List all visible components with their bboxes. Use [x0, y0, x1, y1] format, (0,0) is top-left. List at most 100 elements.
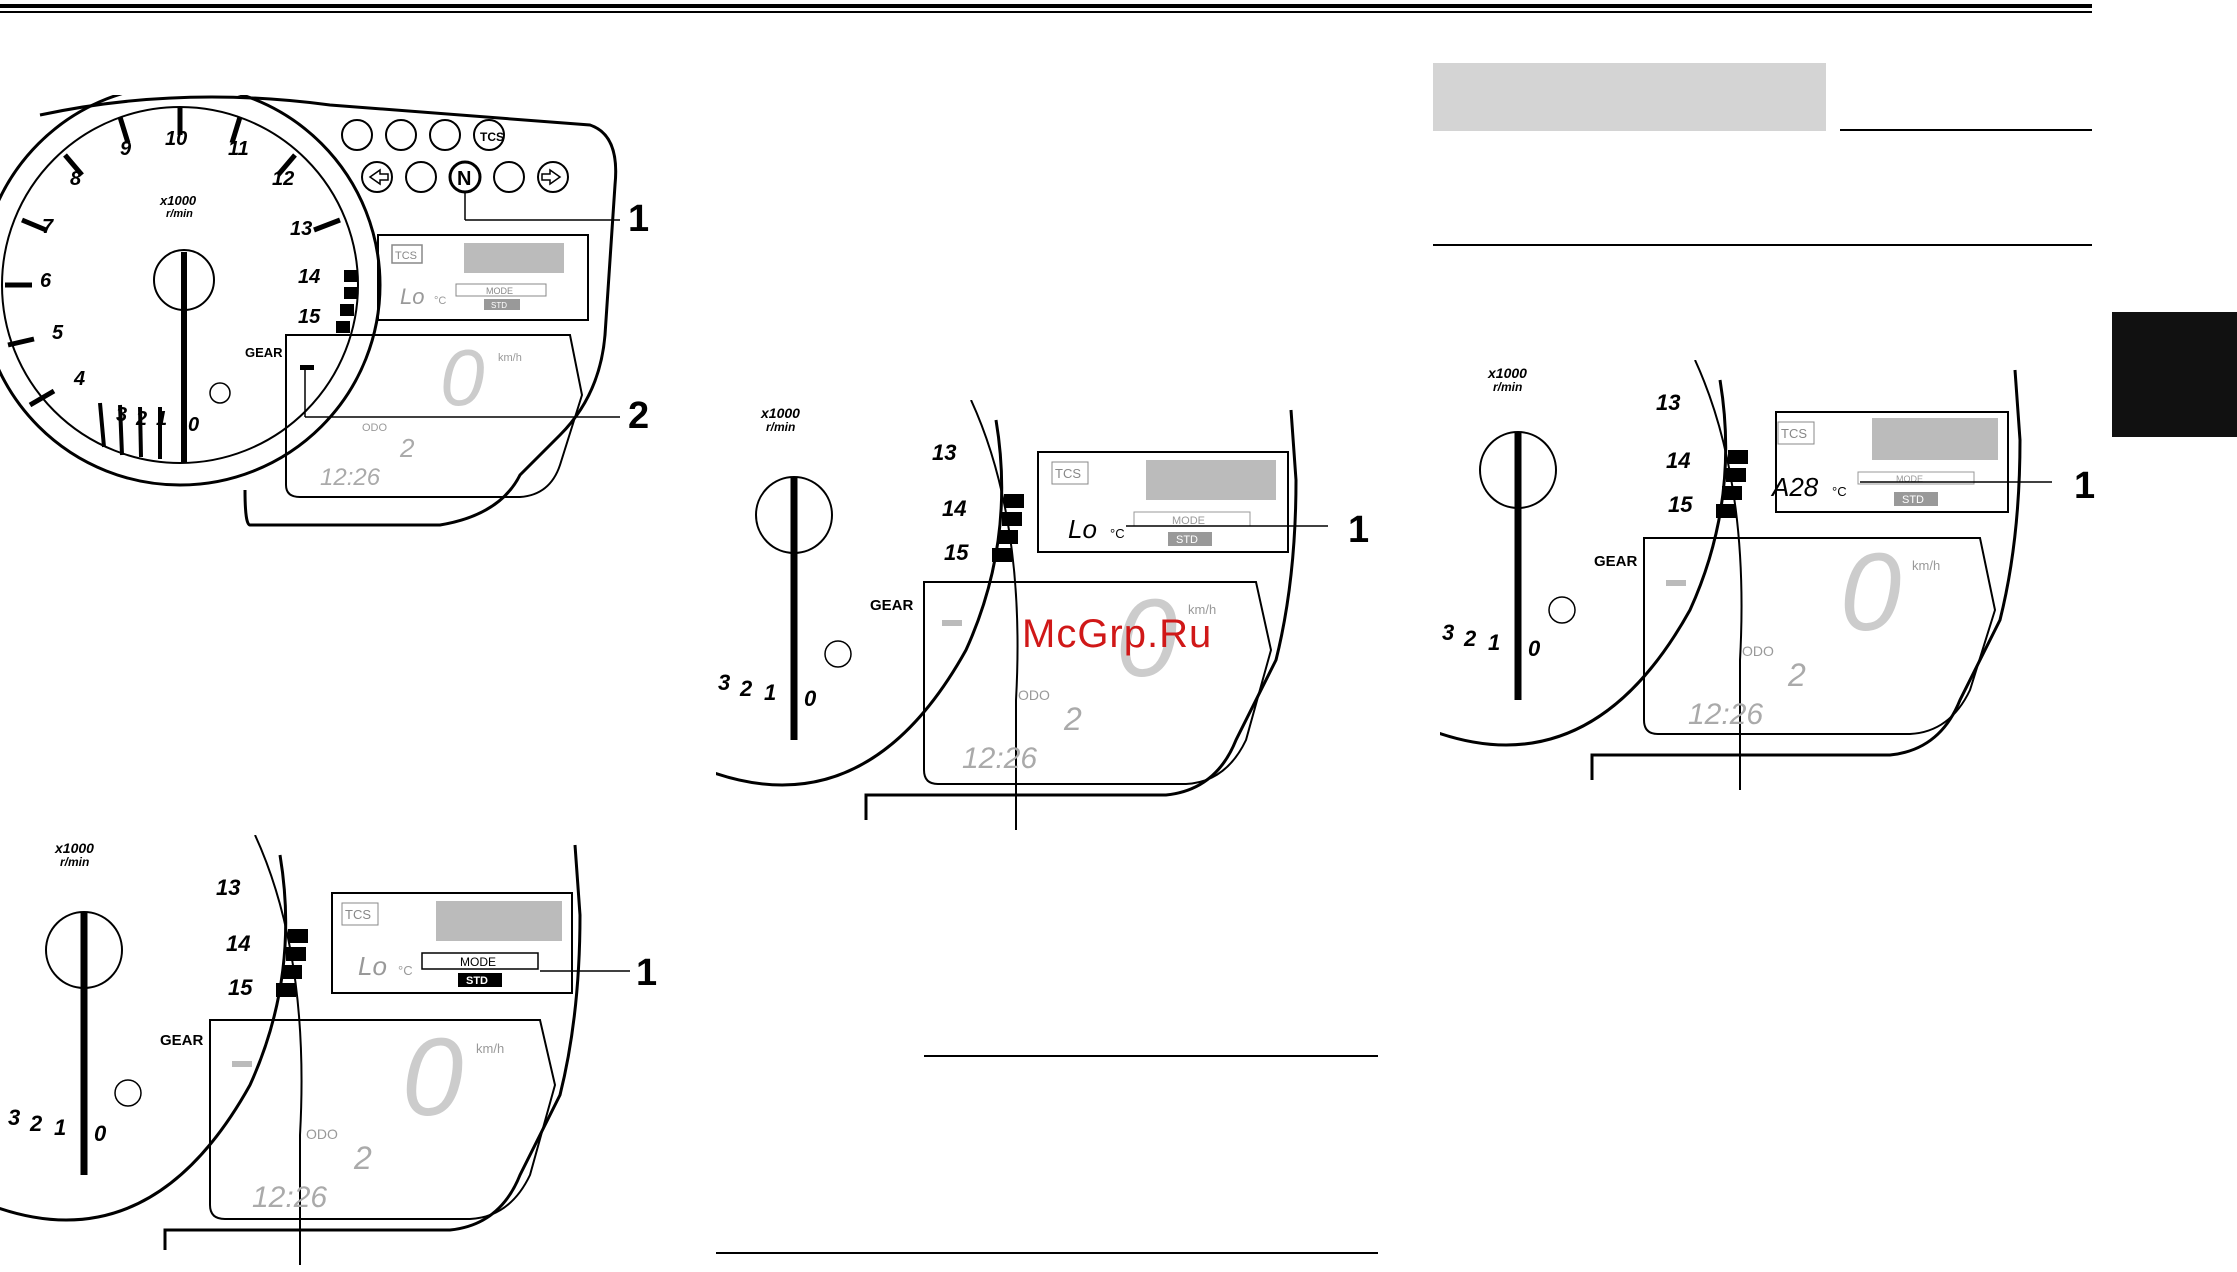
svg-text:2: 2	[1463, 626, 1477, 651]
svg-text:°C: °C	[398, 963, 413, 978]
svg-text:MODE: MODE	[486, 286, 513, 296]
tach-number-3: 3	[116, 404, 127, 426]
tachometer-ticks	[5, 107, 341, 408]
svg-text:14: 14	[1666, 448, 1690, 473]
svg-text:2: 2	[1787, 657, 1806, 693]
svg-text:ODO: ODO	[1742, 643, 1774, 659]
svg-text:2: 2	[739, 676, 753, 701]
svg-text:0: 0	[402, 1016, 463, 1139]
rpm-unit-bottom: r/min	[166, 208, 193, 220]
tach-number-5: 5	[52, 322, 64, 344]
tach-number-13: 13	[290, 218, 312, 240]
figure-temp-a28-closeup: x1000 r/min 13 14 15 3 2 1 0 TCS A28 °C …	[1440, 360, 2095, 790]
svg-text:x1000: x1000	[1487, 365, 1527, 381]
temp-lo-readout: Lo	[1068, 514, 1097, 544]
tach-number-6: 6	[40, 270, 52, 292]
svg-text:km/h: km/h	[1912, 558, 1940, 573]
svg-text:13: 13	[216, 875, 240, 900]
clock-display: 12:26	[320, 464, 381, 491]
svg-text:2: 2	[353, 1140, 372, 1176]
figure-mode-closeup: x1000 r/min 13 14 15 3 2 1 0 TCS Lo °C M…	[0, 835, 657, 1265]
svg-text:r/min: r/min	[60, 855, 89, 869]
svg-text:°C: °C	[1110, 526, 1125, 541]
chapter-tab	[2112, 312, 2237, 437]
svg-text:TCS: TCS	[345, 907, 371, 922]
rpm-unit-top: x1000	[159, 193, 197, 208]
svg-text:2: 2	[1063, 701, 1082, 737]
svg-text:TCS: TCS	[1781, 426, 1807, 441]
svg-text:12:26: 12:26	[1688, 698, 1763, 731]
tach-number-10: 10	[165, 128, 187, 150]
top-rule	[0, 4, 2092, 8]
svg-text:ODO: ODO	[306, 1126, 338, 1142]
tach-number-1: 1	[156, 408, 167, 430]
tach-number-14: 14	[298, 266, 320, 288]
svg-text:3: 3	[1442, 620, 1454, 645]
svg-text:0: 0	[1116, 577, 1177, 700]
odo-label: ODO	[362, 422, 388, 434]
svg-text:STD: STD	[466, 975, 488, 987]
tach-number-2: 2	[135, 408, 147, 430]
svg-text:2: 2	[29, 1111, 43, 1136]
fuel-level-icon	[405, 161, 437, 193]
callout-number-fig3: 1	[1348, 509, 1369, 551]
svg-text:r/min: r/min	[766, 420, 795, 434]
tach-number-7: 7	[42, 216, 54, 238]
svg-text:13: 13	[932, 440, 956, 465]
watermark: McGrp.Ru	[1022, 612, 1213, 656]
tcs-level-bars	[464, 243, 564, 273]
svg-text:km/h: km/h	[1188, 602, 1216, 617]
tcs-lamp-label: TCS	[480, 130, 504, 144]
svg-text:Lo: Lo	[358, 951, 387, 981]
svg-text:°C: °C	[1832, 484, 1847, 499]
svg-text:15: 15	[1668, 492, 1693, 517]
svg-text:MODE: MODE	[460, 955, 496, 969]
svg-text:TCS: TCS	[1055, 466, 1081, 481]
low-rpm-ticks	[98, 402, 162, 459]
svg-text:MODE: MODE	[1172, 515, 1205, 527]
svg-text:GEAR: GEAR	[160, 1032, 204, 1049]
svg-text:1: 1	[764, 680, 776, 705]
svg-text:STD: STD	[1176, 534, 1198, 546]
svg-text:ODO: ODO	[1018, 687, 1050, 703]
right-turn-icon	[537, 161, 569, 193]
svg-text:°C: °C	[434, 295, 446, 307]
svg-text:x1000: x1000	[54, 840, 94, 856]
tach-number-0: 0	[188, 414, 199, 436]
section-divider	[1433, 244, 2092, 246]
svg-text:14: 14	[226, 931, 250, 956]
heading-underline	[1840, 129, 2092, 131]
callout-number-2: 2	[628, 395, 649, 437]
lower-lcd	[285, 334, 584, 498]
tach-number-15: 15	[298, 306, 321, 328]
svg-text:N: N	[457, 168, 471, 190]
tcs-lamp-icon	[473, 119, 505, 151]
tach-number-4: 4	[73, 368, 85, 390]
svg-text:1: 1	[54, 1115, 66, 1140]
svg-text:MODE: MODE	[1896, 474, 1923, 484]
callout-number-1: 1	[628, 198, 649, 240]
oil-pressure-icon	[385, 119, 417, 151]
svg-text:3: 3	[8, 1105, 20, 1130]
callout-number-fig2: 1	[636, 952, 657, 994]
svg-text:0: 0	[804, 686, 817, 711]
redline-bars	[336, 270, 358, 333]
svg-text:GEAR: GEAR	[870, 597, 914, 614]
coolant-temp-icon	[429, 119, 461, 151]
svg-text:TCS: TCS	[395, 250, 417, 262]
tach-number-9: 9	[120, 138, 132, 160]
note-divider	[924, 1055, 1378, 1057]
callout-number-fig4: 1	[2074, 465, 2095, 507]
svg-text:0: 0	[1528, 636, 1541, 661]
svg-text:1: 1	[1488, 630, 1500, 655]
speedometer-value: 0	[440, 333, 485, 422]
neutral-icon	[448, 160, 482, 194]
tachometer-numbers: 10 9 11 8 12 7 13 6 14 5 15 4 3 2 1 0	[40, 128, 321, 436]
svg-text:12:26: 12:26	[252, 1181, 327, 1214]
tachometer-outer-ring	[0, 95, 382, 487]
section-heading-box	[1433, 63, 1826, 131]
gear-label: GEAR	[245, 345, 283, 360]
svg-text:13: 13	[1656, 390, 1680, 415]
tach-number-8: 8	[70, 168, 82, 190]
left-turn-icon	[361, 161, 393, 193]
